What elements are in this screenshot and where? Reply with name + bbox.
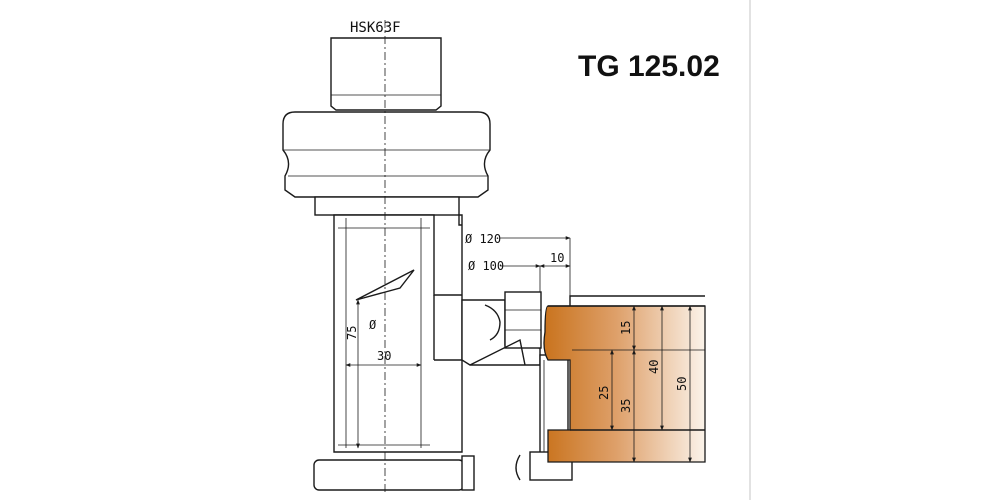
spindle-body [333, 214, 463, 453]
dim-15: 15 [619, 321, 633, 335]
hsk-taper [330, 37, 442, 111]
dim-75: 75 [345, 326, 359, 340]
dim-35: 35 [619, 399, 633, 413]
dim-bore-symbol: Ø [369, 318, 377, 332]
dim-50: 50 [675, 377, 689, 391]
workpiece [543, 295, 706, 463]
holder-flange [282, 111, 491, 198]
dim-d120: Ø 120 [465, 232, 501, 246]
rotation-arrow-icon [355, 269, 415, 301]
holder-label: HSK63F [350, 20, 401, 36]
dim-d100: Ø 100 [468, 259, 504, 273]
drawing-title: TG 125.02 [578, 50, 720, 83]
dim-30: 30 [377, 349, 391, 363]
holder-neck [314, 196, 460, 216]
dim-10: 10 [550, 251, 564, 265]
dimension-lines [345, 236, 692, 463]
dim-40: 40 [647, 360, 661, 374]
bottom-nut [313, 455, 475, 491]
dim-25: 25 [597, 386, 611, 400]
